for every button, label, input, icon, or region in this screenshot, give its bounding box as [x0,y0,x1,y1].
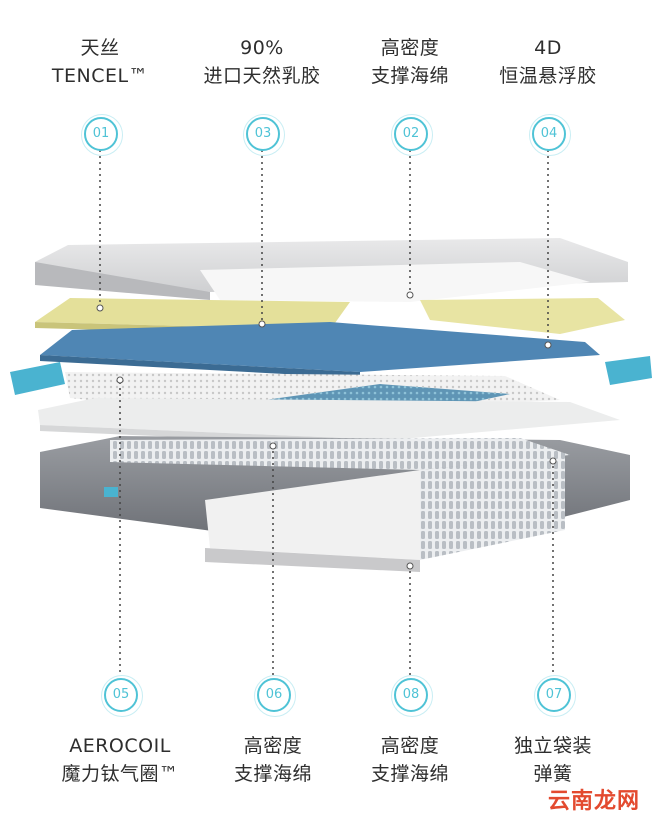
tencel-cover-layer [35,238,628,302]
gel-layer [40,322,600,378]
label-line: 支撑海绵 [370,763,449,785]
bottom-label-aerocoil: AEROCOIL 魔力钛气圈™ [45,732,195,788]
badge-01: 01 [81,114,123,156]
label-line: 天丝 [80,37,120,59]
label-line: 支撑海绵 [370,65,449,87]
top-label-foam: 高密度 支撑海绵 [335,34,485,90]
label-line: 90% [240,37,284,59]
label-line: 高密度 [380,37,440,59]
leader-dots [96,291,557,570]
label-line: 进口天然乳胶 [203,65,321,87]
top-label-latex: 90% 进口天然乳胶 [187,34,337,90]
bottom-label-foam-2: 高密度 支撑海绵 [335,732,485,788]
leader-lines [99,150,554,676]
label-line: TENCEL™ [51,65,149,87]
bottom-label-springs: 独立袋装 弹簧 [478,732,628,788]
label-line: 独立袋装 [513,735,592,757]
label-line: 支撑海绵 [233,763,312,785]
label-line: 魔力钛气圈™ [61,763,179,785]
bottom-label-foam-1: 高密度 支撑海绵 [198,732,348,788]
top-label-gel: 4D 恒温悬浮胶 [473,34,623,90]
latex-layer [35,298,625,336]
label-line: AEROCOIL [69,735,171,757]
label-line: 4D [534,37,562,59]
badge-02: 02 [391,114,433,156]
watermark: 云南龙网 [547,789,640,814]
label-line: 弹簧 [533,763,573,785]
badge-07: 07 [534,675,576,717]
badge-03: 03 [243,114,285,156]
spring-core-layer [40,436,630,572]
badge-05: 05 [101,675,143,717]
label-line: 恒温悬浮胶 [499,65,597,87]
badge-04: 04 [529,114,571,156]
label-line: 高密度 [380,735,440,757]
badge-06: 06 [254,675,296,717]
top-label-tencel: 天丝 TENCEL™ [25,34,175,90]
label-line: 高密度 [243,735,303,757]
badge-08: 08 [391,675,433,717]
